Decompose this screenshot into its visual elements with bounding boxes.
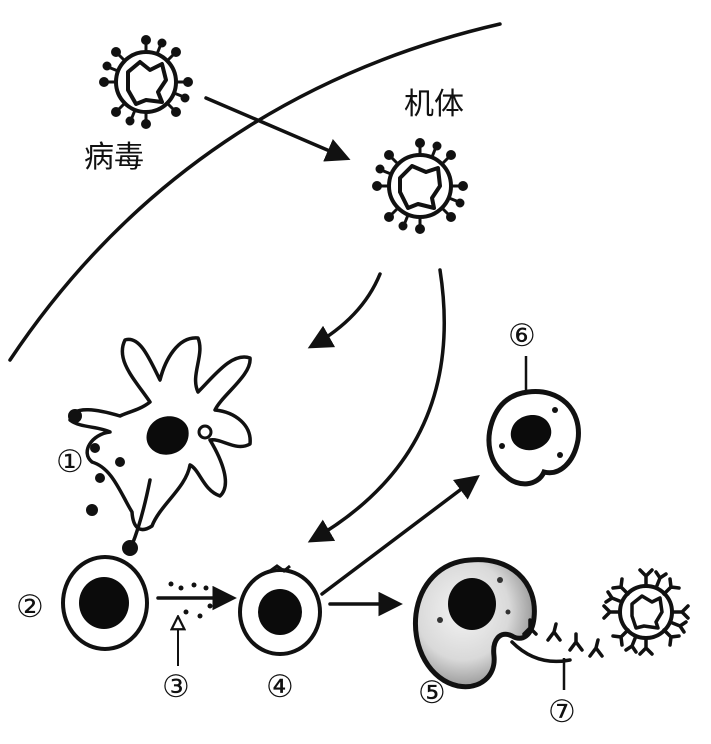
virus-inside [372, 138, 468, 234]
cell-1-dendritic [68, 336, 252, 556]
marker-4: ④ [266, 669, 294, 705]
body-boundary [8, 22, 502, 362]
marker-3: ③ [162, 669, 190, 705]
arrow-4-to-6 [320, 475, 480, 596]
marker-1: ① [56, 444, 84, 480]
marker-5: ⑤ [418, 675, 446, 711]
substance-3-dots [168, 581, 213, 619]
marker-7: ⑦ [548, 694, 576, 730]
virus-outside [99, 35, 193, 129]
virus-antibody-complex [602, 568, 690, 656]
entry-arrow [204, 96, 351, 162]
body-label: 机体 [404, 87, 464, 122]
cell-5-plasma [412, 557, 537, 690]
virus-label: 病毒 [84, 140, 144, 175]
cell-2 [61, 555, 149, 651]
arrow-to-cell-4 [307, 268, 447, 543]
marker-6: ⑥ [508, 318, 536, 354]
marker-2: ② [16, 589, 44, 625]
cell-6-memory [486, 389, 581, 487]
arrow-to-cell-1 [307, 272, 382, 349]
cell-4 [238, 564, 322, 656]
